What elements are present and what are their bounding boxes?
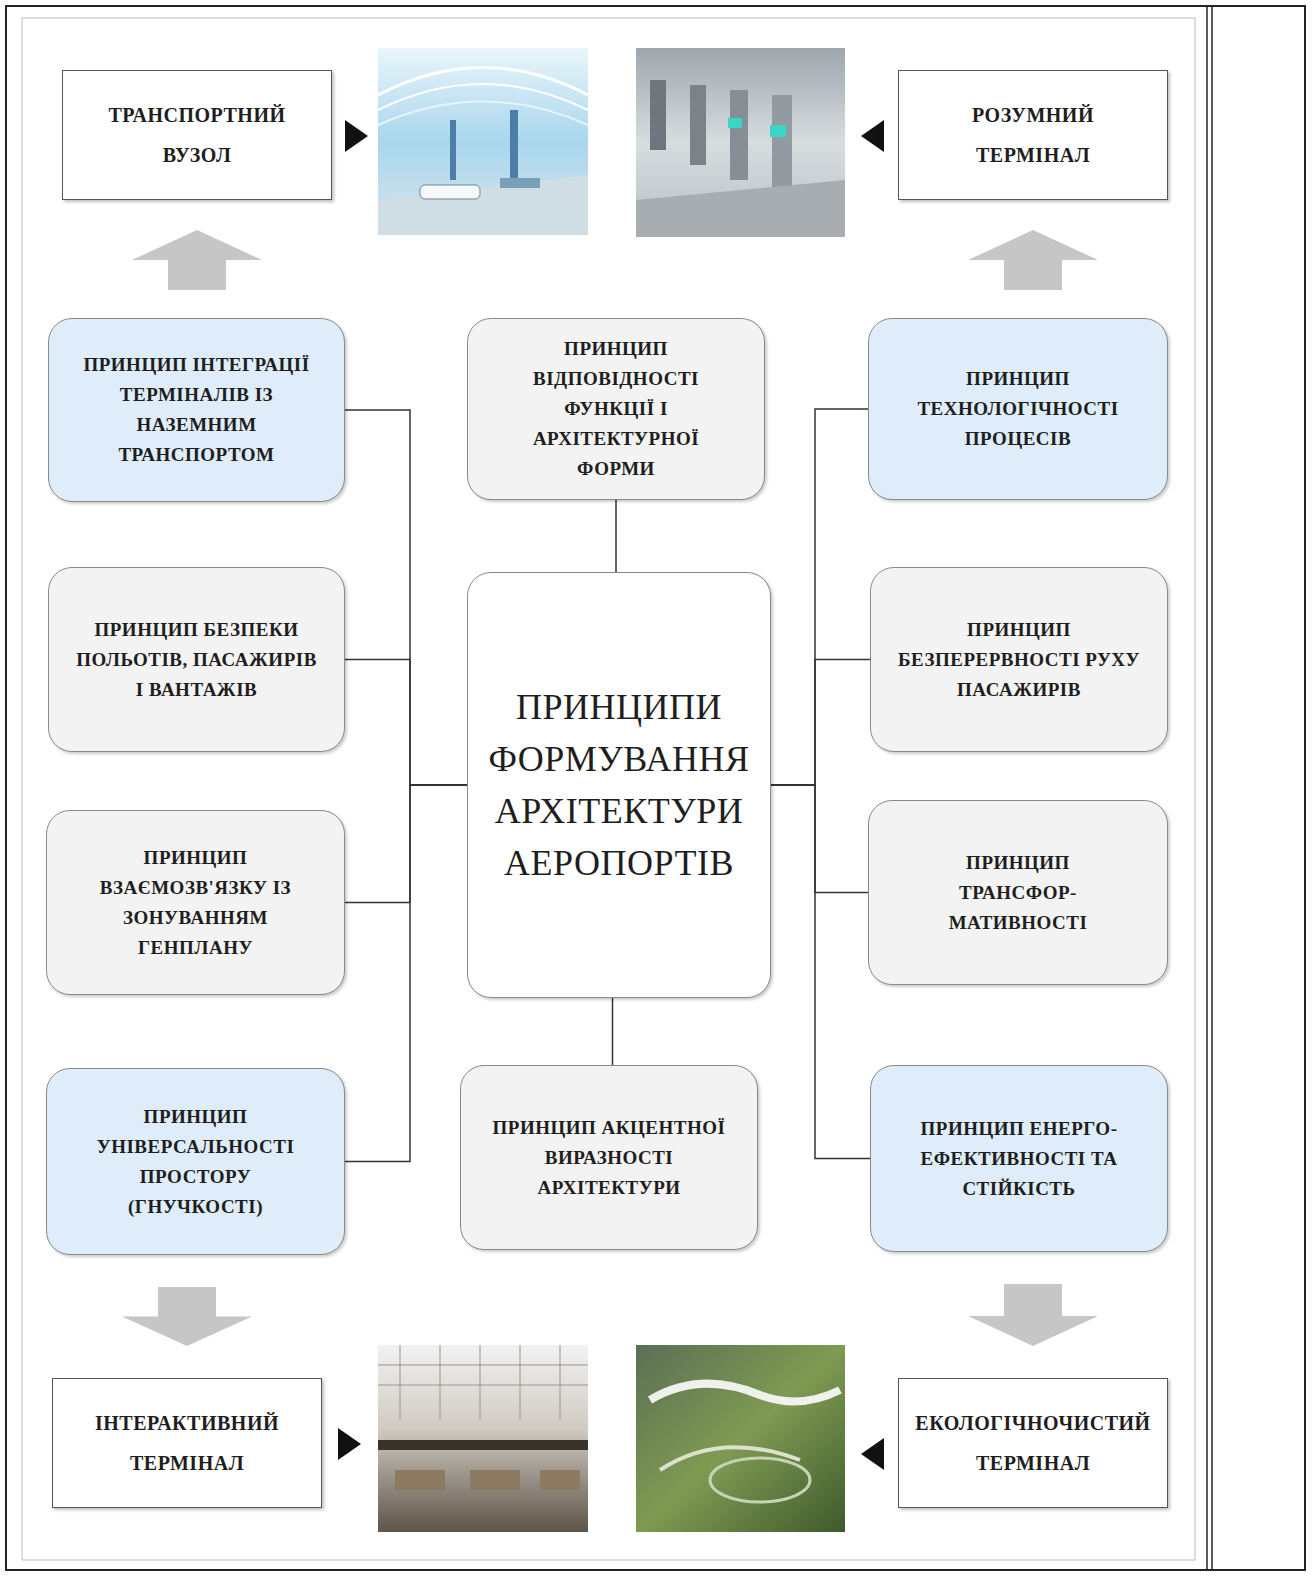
box-label: ПРИНЦИП ТРАНСФОР- МАТИВНОСТІ	[918, 848, 1118, 938]
connector-line	[615, 500, 617, 572]
box-label: ПРИНЦИП АКЦЕНТНОЇ ВИРАЗНОСТІ АРХІТЕКТУРИ	[484, 1113, 734, 1203]
frame-line	[1206, 6, 1208, 1570]
inner-frame	[22, 18, 1195, 1560]
principle-box: ПРИНЦИП БЕЗПЕРЕРВНОСТІ РУХУ ПАСАЖИРІВ	[870, 567, 1168, 752]
block-arrow	[968, 230, 1098, 290]
box-label: ЕКОЛОГІЧНОЧИСТИЙ ТЕРМІНАЛ	[913, 1403, 1153, 1483]
box-label: ПРИНЦИП УНІВЕРСАЛЬНОСТІ ПРОСТОРУ (ГНУЧКО…	[71, 1102, 321, 1222]
box-label: РОЗУМНИЙ ТЕРМІНАЛ	[913, 95, 1153, 175]
box-label: ПРИНЦИП ІНТЕГРАЦІЇ ТЕРМІНАЛІВ ІЗ НАЗЕМНИ…	[62, 350, 332, 470]
principle-box: ПРИНЦИП ВІДПОВІДНОСТІ ФУНКЦІЇ І АРХІТЕКТ…	[467, 318, 765, 500]
pointer-triangle	[861, 1438, 884, 1470]
principle-box: ПРИНЦИП ТРАНСФОР- МАТИВНОСТІ	[868, 800, 1168, 985]
gates-photo	[636, 48, 845, 237]
interior-photo	[378, 1345, 588, 1532]
box-label: ІНТЕРАКТИВНИЙ ТЕРМІНАЛ	[67, 1403, 307, 1483]
pointer-triangle	[345, 120, 368, 152]
principle-box: ПРИНЦИП БЕЗПЕКИ ПОЛЬОТІВ, ПАСАЖИРІВ І ВА…	[48, 567, 345, 752]
connector-line	[771, 660, 870, 786]
pointer-triangle	[861, 120, 884, 152]
box-label: ПРИНЦИП ВІДПОВІДНОСТІ ФУНКЦІЇ І АРХІТЕКТ…	[496, 334, 736, 484]
connector-line	[612, 998, 614, 1065]
connector-line	[345, 660, 467, 786]
connector-line	[345, 785, 467, 1162]
principle-box: ПРИНЦИП ВЗАЄМОЗВ'ЯЗКУ ІЗ ЗОНУВАННЯМ ГЕНП…	[46, 810, 345, 995]
outer-frame	[6, 6, 1305, 1570]
eco-terminal-box: ЕКОЛОГІЧНОЧИСТИЙ ТЕРМІНАЛ	[898, 1378, 1168, 1508]
central-title: ПРИНЦИПИ ФОРМУВАННЯ АРХІТЕКТУРИ АЕРОПОРТ…	[479, 681, 759, 889]
block-arrow	[968, 1284, 1098, 1346]
principle-box: ПРИНЦИП ТЕХНОЛОГІЧНОСТІ ПРОЦЕСІВ	[868, 318, 1168, 500]
box-label: ПРИНЦИП ТЕХНОЛОГІЧНОСТІ ПРОЦЕСІВ	[893, 364, 1143, 454]
smart-terminal-box: РОЗУМНИЙ ТЕРМІНАЛ	[898, 70, 1168, 200]
pointer-triangle	[338, 1428, 361, 1460]
box-label: ПРИНЦИП ЕНЕРГО- ЕФЕКТИВНОСТІ ТА СТІЙКІСТ…	[914, 1114, 1124, 1204]
connector-line	[771, 785, 870, 1159]
eco-photo	[636, 1345, 845, 1532]
connector-line	[771, 785, 868, 893]
interactive-terminal-box: ІНТЕРАКТИВНИЙ ТЕРМІНАЛ	[52, 1378, 322, 1508]
connector-line	[345, 785, 467, 903]
frame-line	[1211, 6, 1213, 1570]
principle-box: ПРИНЦИП ЕНЕРГО- ЕФЕКТИВНОСТІ ТА СТІЙКІСТ…	[870, 1065, 1168, 1252]
connector-line	[771, 409, 868, 785]
connector-line	[345, 410, 467, 785]
hub-photo	[378, 48, 588, 235]
box-label: ТРАНСПОРТНИЙ ВУЗОЛ	[77, 95, 317, 175]
block-arrow	[122, 1287, 252, 1346]
principle-box: ПРИНЦИП ІНТЕГРАЦІЇ ТЕРМІНАЛІВ ІЗ НАЗЕМНИ…	[48, 318, 345, 502]
central-box: ПРИНЦИПИ ФОРМУВАННЯ АРХІТЕКТУРИ АЕРОПОРТ…	[467, 572, 771, 998]
principle-box: ПРИНЦИП АКЦЕНТНОЇ ВИРАЗНОСТІ АРХІТЕКТУРИ	[460, 1065, 758, 1250]
principle-box: ПРИНЦИП УНІВЕРСАЛЬНОСТІ ПРОСТОРУ (ГНУЧКО…	[46, 1068, 345, 1255]
box-label: ПРИНЦИП ВЗАЄМОЗВ'ЯЗКУ ІЗ ЗОНУВАННЯМ ГЕНП…	[71, 843, 321, 963]
block-arrow	[132, 230, 262, 290]
box-label: ПРИНЦИП БЕЗПЕРЕРВНОСТІ РУХУ ПАСАЖИРІВ	[894, 615, 1144, 705]
hub-box: ТРАНСПОРТНИЙ ВУЗОЛ	[62, 70, 332, 200]
box-label: ПРИНЦИП БЕЗПЕКИ ПОЛЬОТІВ, ПАСАЖИРІВ І ВА…	[72, 615, 322, 705]
